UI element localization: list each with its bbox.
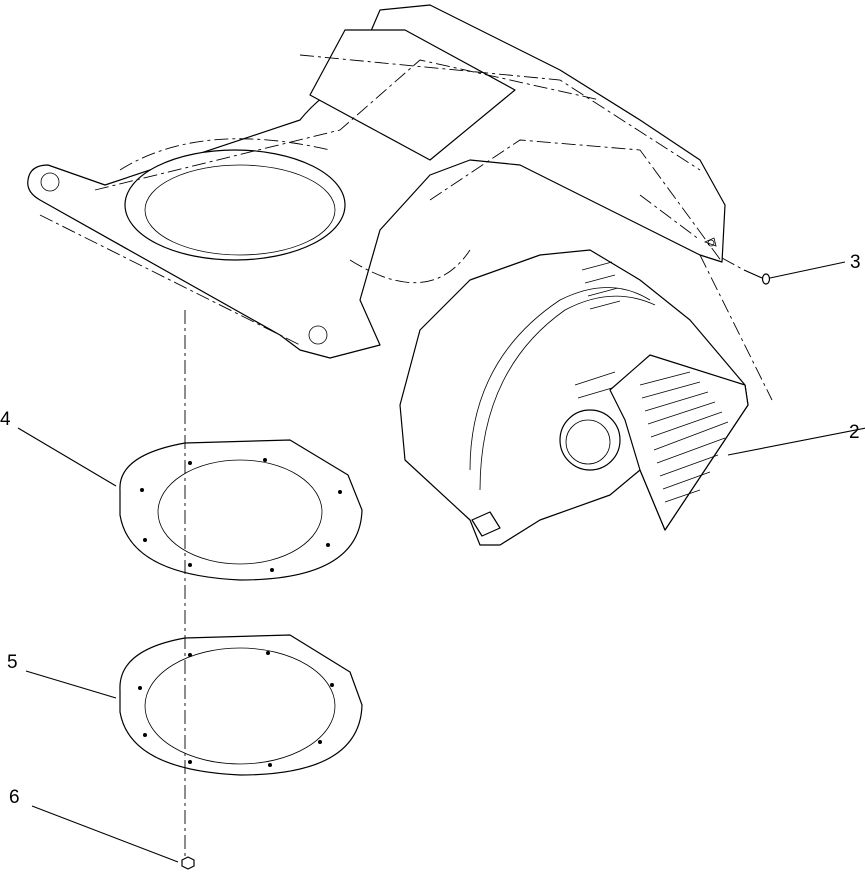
leader-lines <box>17 261 865 863</box>
grille-panel <box>609 354 749 531</box>
leader-2 <box>727 427 865 456</box>
gasket-part-5 <box>119 634 363 776</box>
leader-6 <box>31 805 179 863</box>
screw-part-3 <box>721 257 771 285</box>
top-plate <box>309 29 516 161</box>
callout-3: 3 <box>850 252 861 273</box>
housing-assembly <box>27 4 773 401</box>
leader-5 <box>25 670 117 699</box>
callout-6: 6 <box>9 787 20 808</box>
grille-slots <box>574 261 729 503</box>
gasket-holes <box>138 458 342 767</box>
housing-flange <box>27 4 726 359</box>
gasket-part-4 <box>119 439 363 581</box>
callout-5: 5 <box>7 652 18 673</box>
shroud-boss <box>559 409 621 471</box>
callout-4: 4 <box>0 409 11 430</box>
flange-hole-left <box>40 172 60 192</box>
shroud-part-2 <box>399 249 749 546</box>
leader-3 <box>769 261 846 279</box>
chute-opening <box>124 149 346 261</box>
callout-2: 2 <box>849 422 860 443</box>
nut-part-6 <box>181 856 195 870</box>
flange-hole-right <box>308 325 328 345</box>
leader-4 <box>17 427 117 487</box>
